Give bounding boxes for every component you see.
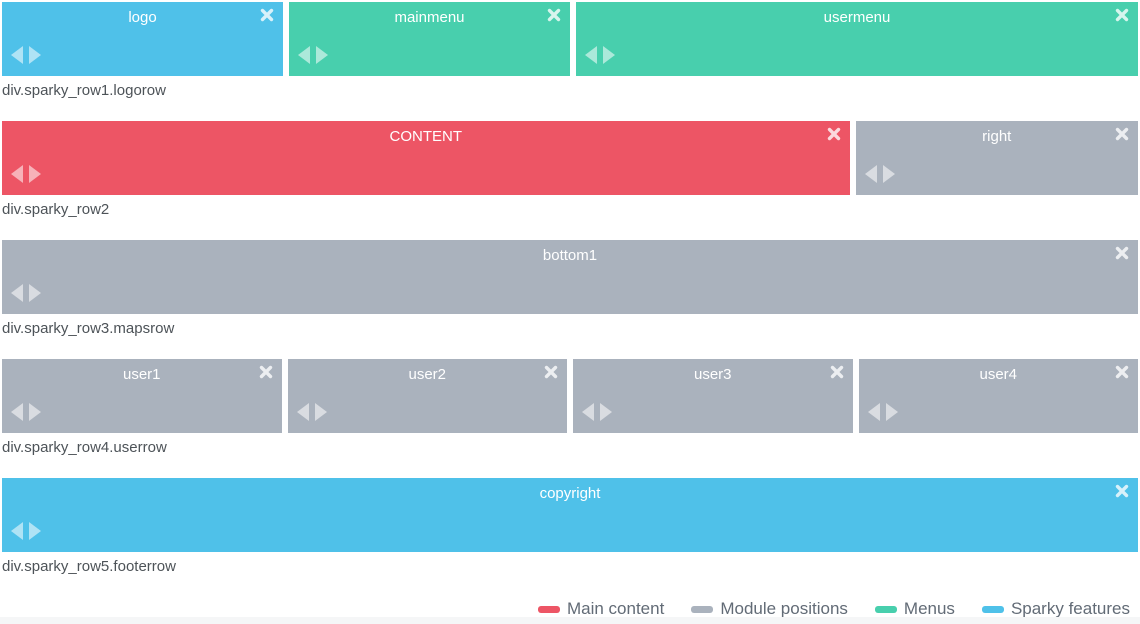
position-block-user2[interactable]: user2	[287, 359, 567, 433]
legend-swatch	[981, 605, 1004, 613]
move-left-icon[interactable]	[298, 46, 310, 64]
position-title: user3	[693, 366, 732, 383]
row-css-selector: div.sparky_row3.mapsrow	[2, 320, 175, 337]
position-title: usermenu	[823, 9, 891, 26]
close-icon[interactable]	[259, 365, 273, 379]
move-left-icon[interactable]	[11, 522, 23, 540]
move-arrows	[11, 165, 41, 183]
row-blocks: bottom1	[2, 240, 1138, 314]
legend-swatch	[691, 605, 714, 613]
layout-row: bottom1 div.sparky_row3.mapsrow	[2, 240, 1138, 338]
move-left-icon[interactable]	[585, 46, 597, 64]
move-right-icon[interactable]	[314, 403, 327, 421]
position-title: copyright	[539, 485, 601, 502]
close-icon[interactable]	[1115, 365, 1129, 379]
move-right-icon[interactable]	[29, 284, 41, 302]
close-icon[interactable]	[260, 8, 274, 22]
move-arrows	[582, 403, 612, 421]
row-css-selector: div.sparky_row5.footerrow	[2, 558, 176, 575]
move-arrows	[585, 46, 615, 64]
row-css-selector: div.sparky_row4.userrow	[2, 439, 167, 456]
close-icon[interactable]	[827, 127, 841, 141]
move-right-icon[interactable]	[29, 165, 41, 183]
layout-row: user1 user2 user3	[2, 359, 1138, 457]
layout-row: copyright div.sparky_row5.footerrow	[2, 478, 1138, 576]
layout-rows: logo mainmenu usermenu	[2, 2, 1138, 576]
position-title: bottom1	[542, 247, 598, 264]
position-block-logo[interactable]: logo	[2, 2, 283, 76]
move-left-icon[interactable]	[864, 165, 877, 183]
move-left-icon[interactable]	[11, 284, 23, 302]
position-block-user3[interactable]: user3	[573, 359, 853, 433]
position-title: CONTENT	[389, 128, 463, 145]
position-title: right	[982, 128, 1012, 145]
position-block-right[interactable]: right	[855, 121, 1138, 195]
legend-label: Menus	[903, 599, 955, 618]
legend-item: Sparky features	[981, 599, 1130, 619]
close-icon[interactable]	[544, 365, 558, 379]
layout-row: logo mainmenu usermenu	[2, 2, 1138, 100]
move-left-icon[interactable]	[11, 403, 23, 421]
legend-swatch	[537, 605, 560, 613]
bottom-band	[0, 617, 1140, 624]
move-right-icon[interactable]	[603, 46, 615, 64]
legend-item: Module positions	[691, 599, 848, 619]
row-blocks: CONTENT right	[2, 121, 1138, 195]
move-arrows	[11, 403, 41, 421]
move-right-icon[interactable]	[882, 165, 895, 183]
position-block-copyright[interactable]: copyright	[2, 478, 1138, 552]
move-right-icon[interactable]	[885, 403, 898, 421]
move-left-icon[interactable]	[867, 403, 880, 421]
row-blocks: user1 user2 user3	[2, 359, 1138, 433]
move-right-icon[interactable]	[316, 46, 328, 64]
move-arrows	[864, 165, 895, 183]
row-css-selector: div.sparky_row1.logorow	[2, 82, 166, 99]
close-icon[interactable]	[1115, 484, 1129, 498]
position-title: user1	[122, 366, 161, 383]
move-right-icon[interactable]	[29, 522, 41, 540]
close-icon[interactable]	[547, 8, 561, 22]
move-left-icon[interactable]	[11, 165, 23, 183]
move-left-icon[interactable]	[296, 403, 309, 421]
row-blocks: copyright	[2, 478, 1138, 552]
position-block-mainmenu[interactable]: mainmenu	[289, 2, 570, 76]
row-blocks: logo mainmenu usermenu	[2, 2, 1138, 76]
legend: Main content Module positions Menus Spar…	[0, 597, 1140, 619]
layout-row: CONTENT right div.sparky_row2	[2, 121, 1138, 219]
move-left-icon[interactable]	[582, 403, 594, 421]
move-left-icon[interactable]	[11, 46, 23, 64]
legend-label: Main content	[566, 599, 665, 618]
row-css-selector: div.sparky_row2	[2, 201, 110, 218]
move-arrows	[867, 403, 898, 421]
legend-swatch	[874, 605, 897, 613]
move-right-icon[interactable]	[29, 403, 41, 421]
move-arrows	[11, 284, 41, 302]
position-title: user4	[979, 366, 1018, 383]
position-title: mainmenu	[394, 9, 465, 26]
close-icon[interactable]	[830, 365, 844, 379]
legend-label: Module positions	[720, 599, 848, 618]
position-title: user2	[408, 366, 447, 383]
close-icon[interactable]	[1115, 127, 1129, 141]
move-arrows	[11, 46, 41, 64]
position-block-user4[interactable]: user4	[858, 359, 1138, 433]
move-arrows	[296, 403, 327, 421]
move-arrows	[298, 46, 328, 64]
position-block-usermenu[interactable]: usermenu	[576, 2, 1138, 76]
legend-item: Menus	[874, 599, 955, 619]
position-block-content[interactable]: CONTENT	[2, 121, 850, 195]
legend-item: Main content	[537, 599, 665, 619]
position-block-bottom1[interactable]: bottom1	[2, 240, 1138, 314]
legend-label: Sparky features	[1010, 599, 1130, 618]
close-icon[interactable]	[1115, 8, 1129, 22]
move-right-icon[interactable]	[600, 403, 612, 421]
position-title: logo	[128, 9, 157, 26]
move-right-icon[interactable]	[29, 46, 41, 64]
close-icon[interactable]	[1115, 246, 1129, 260]
position-block-user1[interactable]: user1	[2, 359, 282, 433]
move-arrows	[11, 522, 41, 540]
